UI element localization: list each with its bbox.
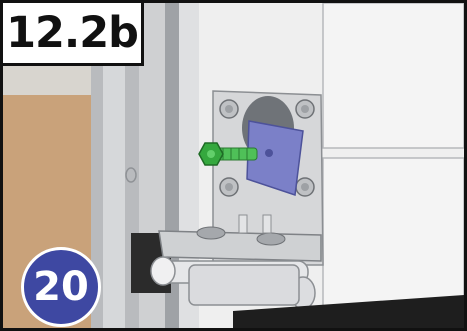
hinge-flange <box>159 231 321 261</box>
wall-top <box>3 63 91 95</box>
step-number-badge: 20 <box>21 247 101 327</box>
step-label: 12.2b <box>3 3 144 66</box>
